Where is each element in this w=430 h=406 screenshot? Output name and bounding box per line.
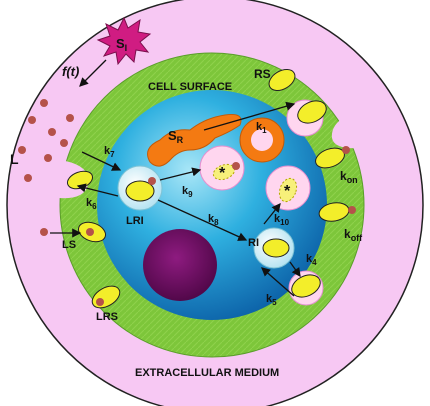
label-sr: SR <box>168 128 184 145</box>
arrow-ft <box>79 59 107 87</box>
label-lrs: LRS <box>96 311 118 323</box>
ligand-dot <box>40 228 48 236</box>
lrs-ligand <box>96 298 104 306</box>
k1-vesicle <box>251 129 273 151</box>
label-kon: kon <box>340 169 358 185</box>
arrow-k7 <box>81 151 122 171</box>
koff-ligand <box>348 206 356 214</box>
label-koff: koff <box>344 227 363 243</box>
label-star-2: * <box>284 183 291 200</box>
ligand-dot <box>48 128 56 136</box>
label-k7: k7 <box>104 145 115 159</box>
ri-receptor <box>262 238 290 258</box>
label-extracellular: EXTRACELLULAR MEDIUM <box>135 367 279 379</box>
label-ls: LS <box>62 239 76 251</box>
arrow-k9 <box>159 167 202 181</box>
membrane-notch-right <box>331 110 362 149</box>
vesicle-k9-ligand <box>232 162 240 170</box>
arrow-k5 <box>261 267 295 297</box>
label-k1: k1 <box>256 121 267 135</box>
label-k9: k9 <box>182 185 193 199</box>
label-k10: k10 <box>274 213 290 227</box>
label-ri: RI <box>248 237 259 249</box>
label-l: L <box>10 151 19 167</box>
rs-receptor-1 <box>268 69 296 91</box>
vesicle-k10-inner <box>278 177 298 203</box>
sr-organelle <box>147 114 242 167</box>
ligand-dot <box>44 154 52 162</box>
label-k4: k4 <box>306 253 317 267</box>
ligand-dot <box>66 114 74 122</box>
label-star-1: * <box>219 165 226 182</box>
label-si: SI <box>116 36 127 53</box>
si-signal-star <box>96 16 152 66</box>
k4-receptor <box>291 274 321 298</box>
ligand-dot <box>24 174 32 182</box>
arrow-k4 <box>289 261 301 278</box>
ligand-dot <box>18 146 26 154</box>
label-k6: k6 <box>86 197 97 211</box>
label-k8: k8 <box>208 213 219 227</box>
ls-ligand <box>86 228 94 236</box>
label-ft: f(t) <box>62 64 79 79</box>
ligand-dot <box>40 99 48 107</box>
label-cell-surface: CELL SURFACE <box>148 81 232 93</box>
lri-receptor <box>125 180 155 202</box>
lri-ligand <box>148 177 156 185</box>
arrow-k1 <box>203 101 296 131</box>
label-k5: k5 <box>266 293 277 307</box>
rs-receptor-2 <box>297 100 327 124</box>
nucleus <box>143 229 217 301</box>
arrow-k10 <box>263 202 281 225</box>
arrow-k6 <box>76 183 119 197</box>
ligand-dot <box>28 116 36 124</box>
label-lri: LRI <box>126 215 144 227</box>
kon-ligand <box>342 146 350 154</box>
label-rs: RS <box>254 67 271 81</box>
arrow-k8 <box>157 199 248 241</box>
ligand-dot <box>60 139 68 147</box>
